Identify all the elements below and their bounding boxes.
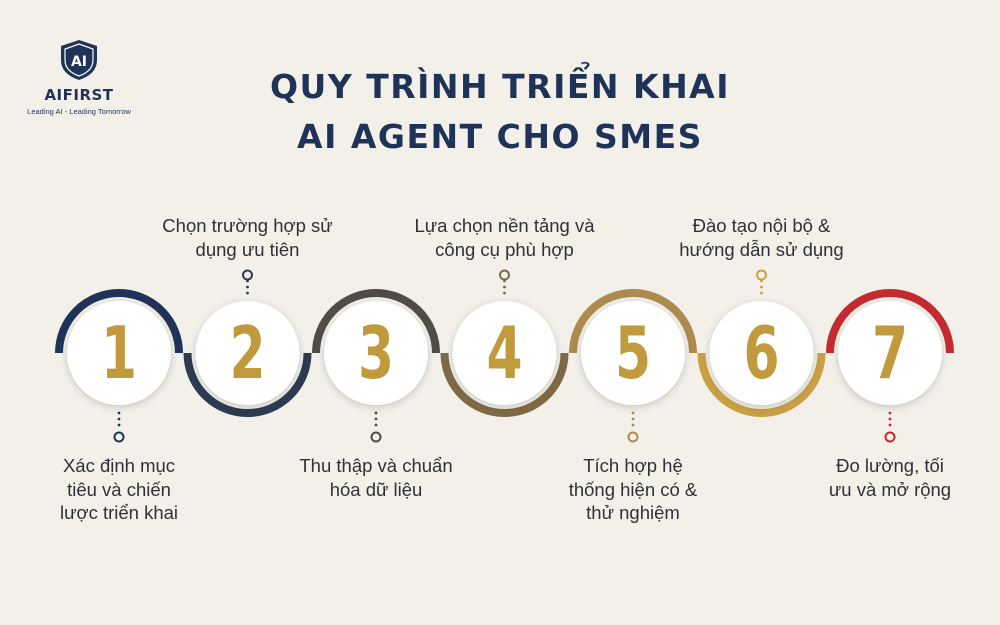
step-4-label-line: công cụ phù hợp [435, 238, 574, 260]
step-3-label-line: Thu thập và chuẩn [299, 455, 453, 476]
step-6-connector-dot [760, 291, 763, 295]
step-3-connector-dot [374, 423, 378, 427]
step-6-label: Đào tạo nội bộ &hướng dẫn sử dụng [657, 214, 867, 261]
step-4-arc [440, 352, 569, 417]
step-6-connector-ring [756, 269, 767, 281]
step-1-connector-dot [117, 411, 121, 415]
step-7: 7 [826, 289, 954, 443]
step-5-connector-dot [631, 411, 635, 415]
step-1-circle [67, 301, 171, 405]
step-7-connector-dot [888, 417, 892, 421]
step-5-circle [581, 301, 685, 405]
logo: AI AIFIRST Leading AI - Leading Tomorrow [24, 38, 134, 116]
step-5-arc [569, 289, 697, 354]
step-6-label-line: hướng dẫn sử dụng [679, 238, 844, 260]
step-3-connector-dot [374, 411, 378, 415]
step-6-number: 6 [743, 311, 779, 395]
step-5-connector-dot [631, 423, 635, 427]
step-1: 1 [55, 289, 183, 443]
step-5-label-line: Tích hợp hệ [583, 455, 683, 476]
step-7-label-line: ưu và mở rộng [828, 478, 952, 500]
step-7-number: 7 [872, 311, 908, 395]
logo-tagline: Leading AI - Leading Tomorrow [27, 107, 131, 116]
step-3: 3 [312, 289, 440, 443]
step-2-connector-dot [246, 285, 249, 289]
step-3-connector-ring [370, 431, 382, 443]
step-2-circle [195, 301, 300, 405]
step-1-connector-dot [117, 417, 121, 421]
step-1-label-line: tiêu và chiến [67, 478, 171, 500]
step-5-number: 5 [615, 311, 651, 395]
step-1-label-line: lược triển khai [59, 502, 179, 523]
step-3-arc [312, 289, 440, 354]
logo-name: AIFIRST [44, 86, 114, 104]
step-5: 5 [569, 289, 697, 443]
step-7-connector-dot [888, 423, 892, 427]
step-4-connector-ring [499, 269, 510, 281]
step-1-arc [55, 289, 183, 354]
step-5-label-line: thống hiện có & [568, 478, 698, 500]
logo-mark: AI [71, 54, 87, 70]
step-6-arc [697, 352, 826, 417]
step-5-label-line: thử nghiệm [586, 502, 680, 523]
title-line-2: AI AGENT CHO SMES [297, 117, 703, 156]
page-title: QUY TRÌNH TRIỂN KHAI AI AGENT CHO SMES [0, 62, 1000, 162]
step-2-connector-ring [242, 269, 253, 281]
logo-shield-icon: AI [61, 40, 97, 80]
step-4-number: 4 [486, 311, 522, 395]
step-2-number: 2 [229, 311, 265, 395]
step-7-arc [826, 289, 954, 354]
step-2-label-line: dụng ưu tiên [195, 238, 300, 260]
step-7-label-line: Đo lường, tối [836, 455, 944, 476]
step-4-connector-dot [503, 285, 506, 289]
step-3-number: 3 [358, 311, 394, 395]
step-2-connector-dot [246, 291, 249, 295]
step-7-connector-ring [884, 431, 896, 443]
step-2-arc [183, 352, 312, 417]
step-6: 6 [697, 269, 826, 417]
step-3-connector-dot [374, 417, 378, 421]
step-5-connector-ring [627, 431, 639, 443]
step-4-connector-dot [503, 291, 506, 295]
step-3-label-line: hóa dữ liệu [329, 478, 423, 500]
title-line-1: QUY TRÌNH TRIỂN KHAI [269, 67, 730, 106]
step-5-connector-dot [631, 417, 635, 421]
step-4: 4 [440, 269, 569, 417]
step-4-circle [452, 301, 557, 405]
step-7-connector-dot [888, 411, 892, 415]
step-6-label-line: Đào tạo nội bộ & [692, 215, 831, 236]
step-1-connector-dot [117, 423, 121, 427]
step-2-label-line: Chọn trường hợp sử [162, 215, 333, 236]
step-6-connector-dot [760, 285, 763, 289]
step-7-circle [838, 301, 942, 405]
step-4-label-line: Lựa chọn nền tảng và [414, 215, 595, 236]
step-3-circle [324, 301, 428, 405]
step-1-label-line: Xác định mục [62, 455, 176, 476]
step-2: 2 [183, 269, 312, 417]
step-1-connector-ring [113, 431, 125, 443]
step-6-circle [709, 301, 814, 405]
step-1-number: 1 [101, 311, 137, 395]
